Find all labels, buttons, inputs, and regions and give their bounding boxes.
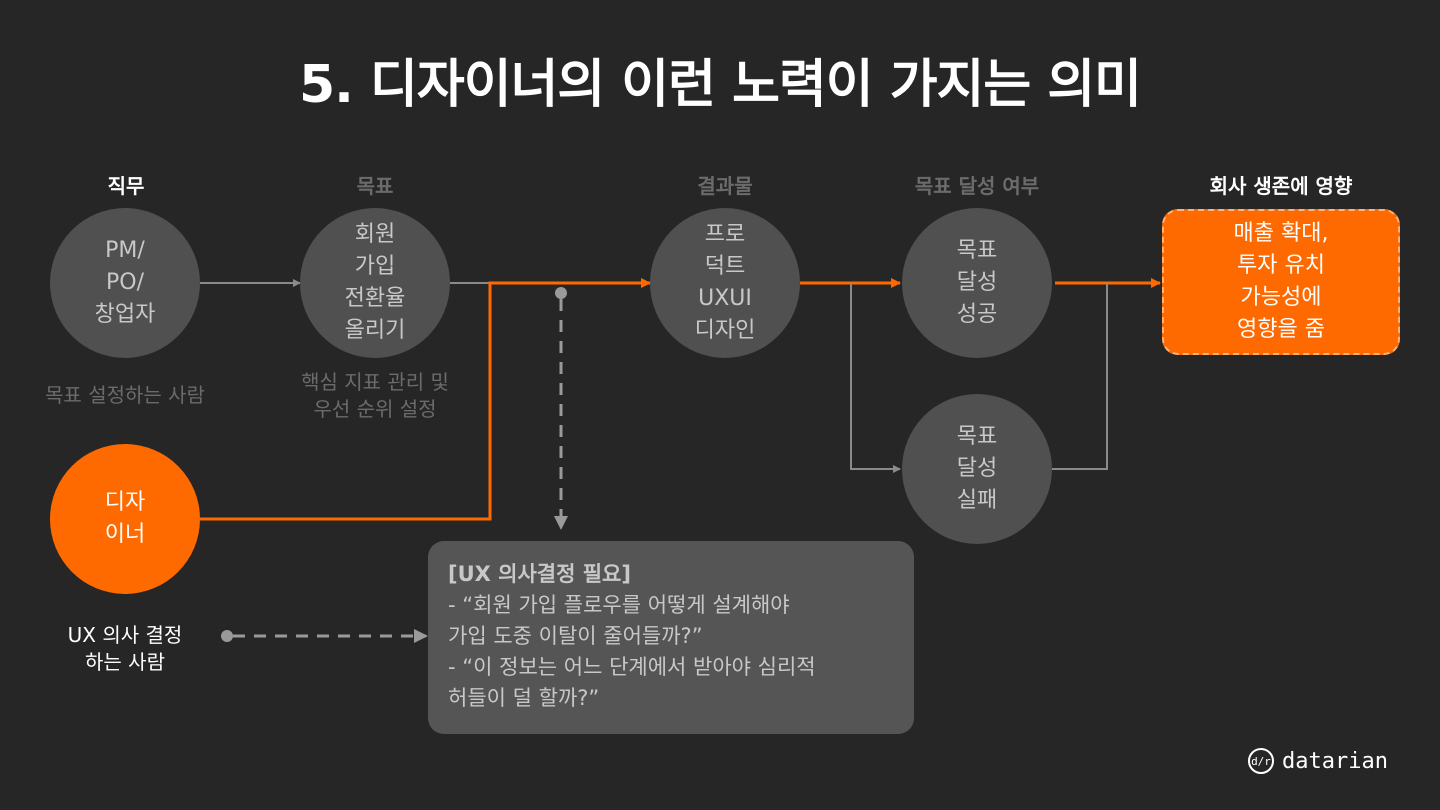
caption-designer-line: 하는 사람	[85, 650, 165, 674]
node-success-line: 성공	[956, 302, 998, 327]
column-header-achievement: 목표 달성 여부	[914, 174, 1040, 198]
node-product-design: 프로 덕트 UXUI 디자인	[650, 208, 800, 358]
slide-title: 5. 디자이너의 이런 노력이 가지는 의미	[298, 55, 1142, 115]
node-goal-line: 회원	[354, 222, 396, 247]
result-line: 매출 확대,	[1233, 221, 1329, 246]
node-product-line: 프로	[704, 222, 746, 247]
node-success-line: 달성	[956, 270, 998, 295]
ux-box-line: - “회원 가입 플로우를 어떻게 설계해야	[448, 593, 790, 617]
node-goal-success: 목표 달성 성공	[902, 208, 1052, 358]
node-pm-line: PM/	[105, 238, 145, 263]
arrow-product-to-failure	[850, 283, 901, 473]
ux-box-line: 허들이 덜 할까?”	[448, 686, 600, 710]
result-box-company-impact: 매출 확대, 투자 유치 가능성에 영향을 줌	[1162, 209, 1400, 355]
ux-decision-box: [UX 의사결정 필요] - “회원 가입 플로우를 어떻게 설계해야 가입 도…	[428, 541, 914, 734]
column-header-goal: 목표	[356, 174, 394, 198]
result-line: 투자 유치	[1237, 253, 1325, 278]
dashed-start-dot-left	[221, 630, 233, 642]
column-header-role: 직무	[107, 174, 145, 198]
caption-designer: UX 의사 결정 하는 사람	[20, 622, 230, 676]
node-designer: 디자 이너	[50, 444, 200, 594]
node-designer-line: 이너	[104, 522, 146, 547]
node-product-line: 덕트	[704, 254, 746, 279]
dashed-start-dot-top	[555, 287, 567, 299]
caption-goal-line: 우선 순위 설정	[313, 397, 437, 421]
ux-box-heading: [UX 의사결정 필요]	[448, 562, 631, 586]
column-header-output: 결과물	[697, 174, 753, 198]
datarian-logo: d/r datarian	[1248, 748, 1388, 774]
node-failure-line: 목표	[956, 424, 998, 449]
node-goal: 회원 가입 전환율 올리기	[300, 208, 450, 358]
node-pm-line: PO/	[105, 270, 144, 295]
caption-pm: 목표 설정하는 사람	[45, 383, 205, 407]
caption-goal: 핵심 지표 관리 및 우선 순위 설정	[265, 369, 485, 423]
caption-designer-line: UX 의사 결정	[67, 623, 183, 647]
result-line: 영향을 줌	[1237, 317, 1325, 342]
datarian-logo-icon: d/r	[1248, 748, 1274, 774]
node-goal-failure: 목표 달성 실패	[902, 394, 1052, 544]
column-header-impact: 회사 생존에 영향	[1209, 174, 1353, 198]
node-designer-line: 디자	[104, 490, 146, 515]
node-goal-line: 전환율	[344, 286, 406, 311]
ux-box-line: - “이 정보는 어느 단계에서 받아야 심리적	[448, 655, 816, 679]
arrow-designer-to-product	[200, 278, 651, 521]
node-pm-po-founder: PM/ PO/ 창업자	[50, 208, 200, 358]
node-failure-line: 달성	[956, 456, 998, 481]
node-success-line: 목표	[956, 238, 998, 263]
caption-goal-line: 핵심 지표 관리 및	[301, 370, 449, 394]
node-product-line: 디자인	[694, 318, 756, 343]
datarian-logo-text: datarian	[1282, 748, 1388, 774]
line-failure-to-result	[1052, 283, 1108, 470]
node-product-line: UXUI	[698, 286, 752, 311]
node-failure-line: 실패	[956, 488, 998, 513]
ux-box-line: 가입 도중 이탈이 줄어들까?”	[448, 624, 703, 648]
node-goal-line: 올리기	[344, 318, 406, 343]
result-line: 가능성에	[1240, 285, 1322, 310]
node-pm-line: 창업자	[94, 302, 156, 327]
node-goal-line: 가입	[354, 254, 396, 279]
